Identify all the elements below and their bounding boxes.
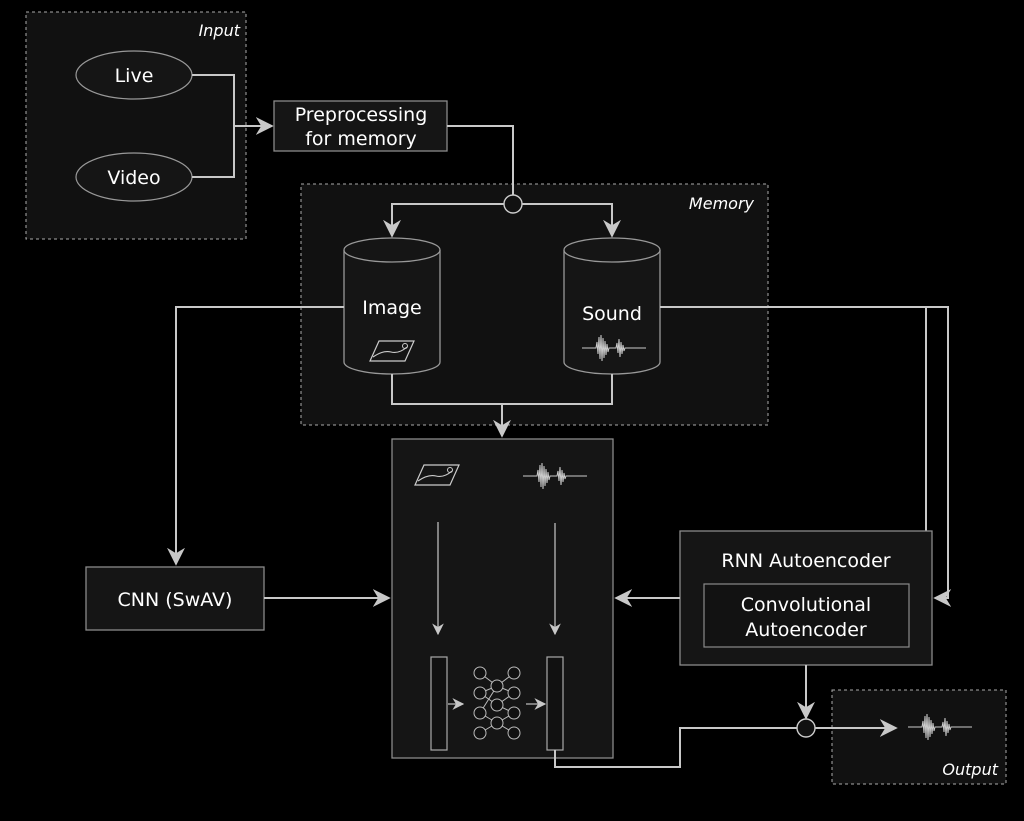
preprocessing-to-memory-line: [447, 125, 514, 195]
video-label: Video: [107, 167, 160, 189]
image-to-cnn-arrow: [167, 306, 344, 566]
split-junction: [503, 194, 523, 214]
sound-db-label: Sound: [582, 303, 642, 325]
sound-database: Sound: [563, 237, 661, 375]
merge-junction: [796, 718, 816, 738]
output-group-label: Output: [942, 760, 998, 779]
memory-group-label: Memory: [689, 194, 755, 213]
model-to-output-line: [554, 727, 797, 768]
to-image-db-arrow: [383, 203, 504, 238]
cnn-node: CNN (SwAV): [85, 566, 265, 631]
convolutional-autoencoder: Convolutional Autoencoder: [703, 583, 910, 648]
conv-label-2: Autoencoder: [745, 619, 867, 641]
conv-label-1: Convolutional: [741, 594, 871, 616]
fusion-model: [391, 438, 614, 759]
rnn-autoencoder: RNN Autoencoder Convolutional Autoencode…: [679, 530, 933, 666]
neural-network-icon: [473, 666, 521, 740]
image-db-label: Image: [362, 297, 422, 319]
output-group: Output: [831, 689, 1007, 785]
memory-to-model-arrow: [391, 374, 613, 436]
image-embedding-bar: [430, 656, 448, 751]
rnn-label: RNN Autoencoder: [721, 550, 890, 572]
sound-to-rnn-arrow: [660, 306, 952, 607]
live-label: Live: [115, 65, 154, 87]
image-database: Image: [343, 237, 441, 375]
preprocessing-node: Preprocessing for memory: [273, 100, 448, 152]
preprocessing-label-1: Preprocessing: [295, 104, 428, 126]
input-group: Input Live Video: [25, 11, 247, 240]
input-group-label: Input: [199, 21, 241, 40]
sound-embedding-bar: [546, 656, 564, 751]
cnn-label: CNN (SwAV): [118, 589, 233, 611]
preprocessing-label-2: for memory: [305, 128, 417, 150]
to-sound-db-arrow: [522, 203, 621, 238]
